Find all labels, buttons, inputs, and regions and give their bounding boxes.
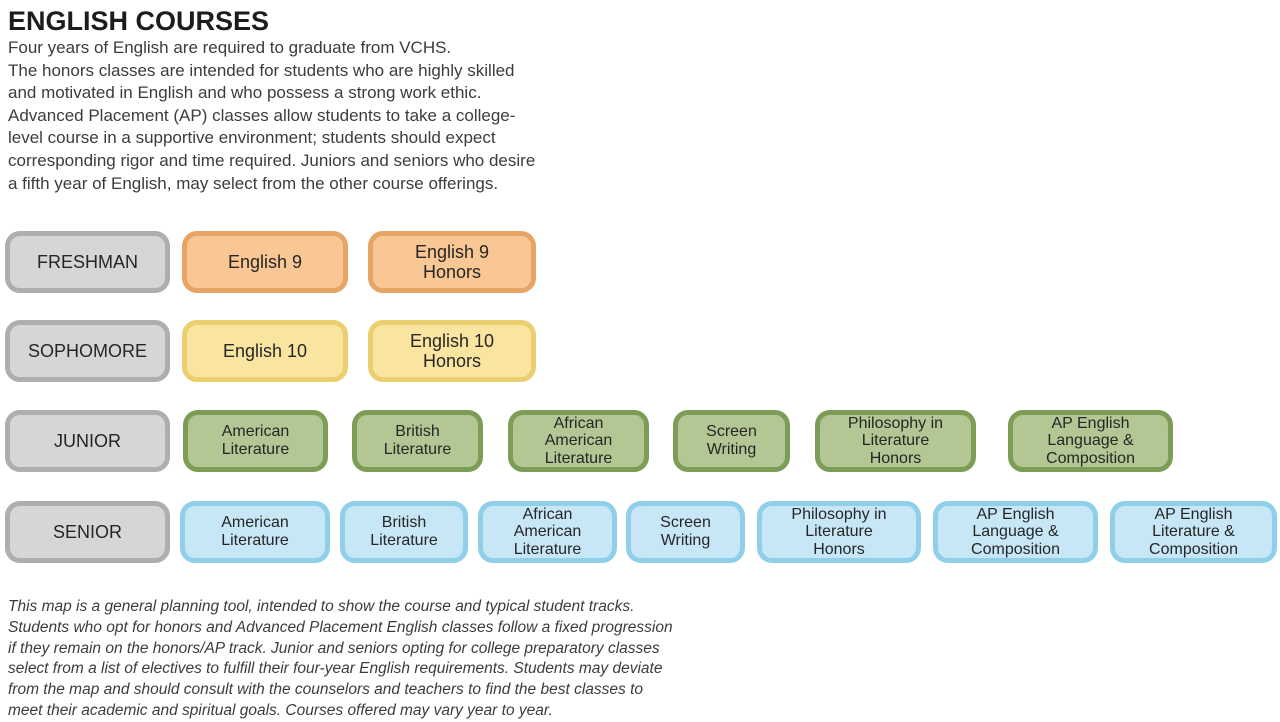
grade-box-junior: JUNIOR [5,410,170,472]
course-box-english-9: English 9 [182,231,348,293]
grade-box-sophomore: SOPHOMORE [5,320,170,382]
course-box-senior-african-american-literature: African American Literature [478,501,617,563]
course-box-senior-american-literature: American Literature [180,501,330,563]
page-title: ENGLISH COURSES [8,6,270,36]
grade-box-senior: SENIOR [5,501,170,563]
course-box-junior-screen-writing: Screen Writing [673,410,790,472]
footnote-paragraph: This map is a general planning tool, int… [8,598,673,719]
course-box-junior-american-literature: American Literature [183,410,328,472]
course-box-junior-african-american-literature: African American Literature [508,410,649,472]
course-box-junior-ap-english-language-composition: AP English Language & Composition [1008,410,1173,472]
course-box-english-10: English 10 [182,320,348,382]
course-box-senior-british-literature: British Literature [340,501,468,563]
course-box-english-10-honors: English 10 Honors [368,320,536,382]
course-box-senior-screen-writing: Screen Writing [626,501,745,563]
course-box-senior-philosophy-in-literature-honors: Philosophy in Literature Honors [757,501,921,563]
intro-paragraph: Four years of English are required to gr… [8,38,536,193]
course-box-english-9-honors: English 9 Honors [368,231,536,293]
course-box-junior-british-literature: British Literature [352,410,483,472]
course-box-junior-philosophy-in-literature-honors: Philosophy in Literature Honors [815,410,976,472]
grade-box-freshman: FRESHMAN [5,231,170,293]
course-box-senior-ap-english-literature-composition: AP English Literature & Composition [1110,501,1277,563]
course-box-senior-ap-english-language-composition: AP English Language & Composition [933,501,1098,563]
